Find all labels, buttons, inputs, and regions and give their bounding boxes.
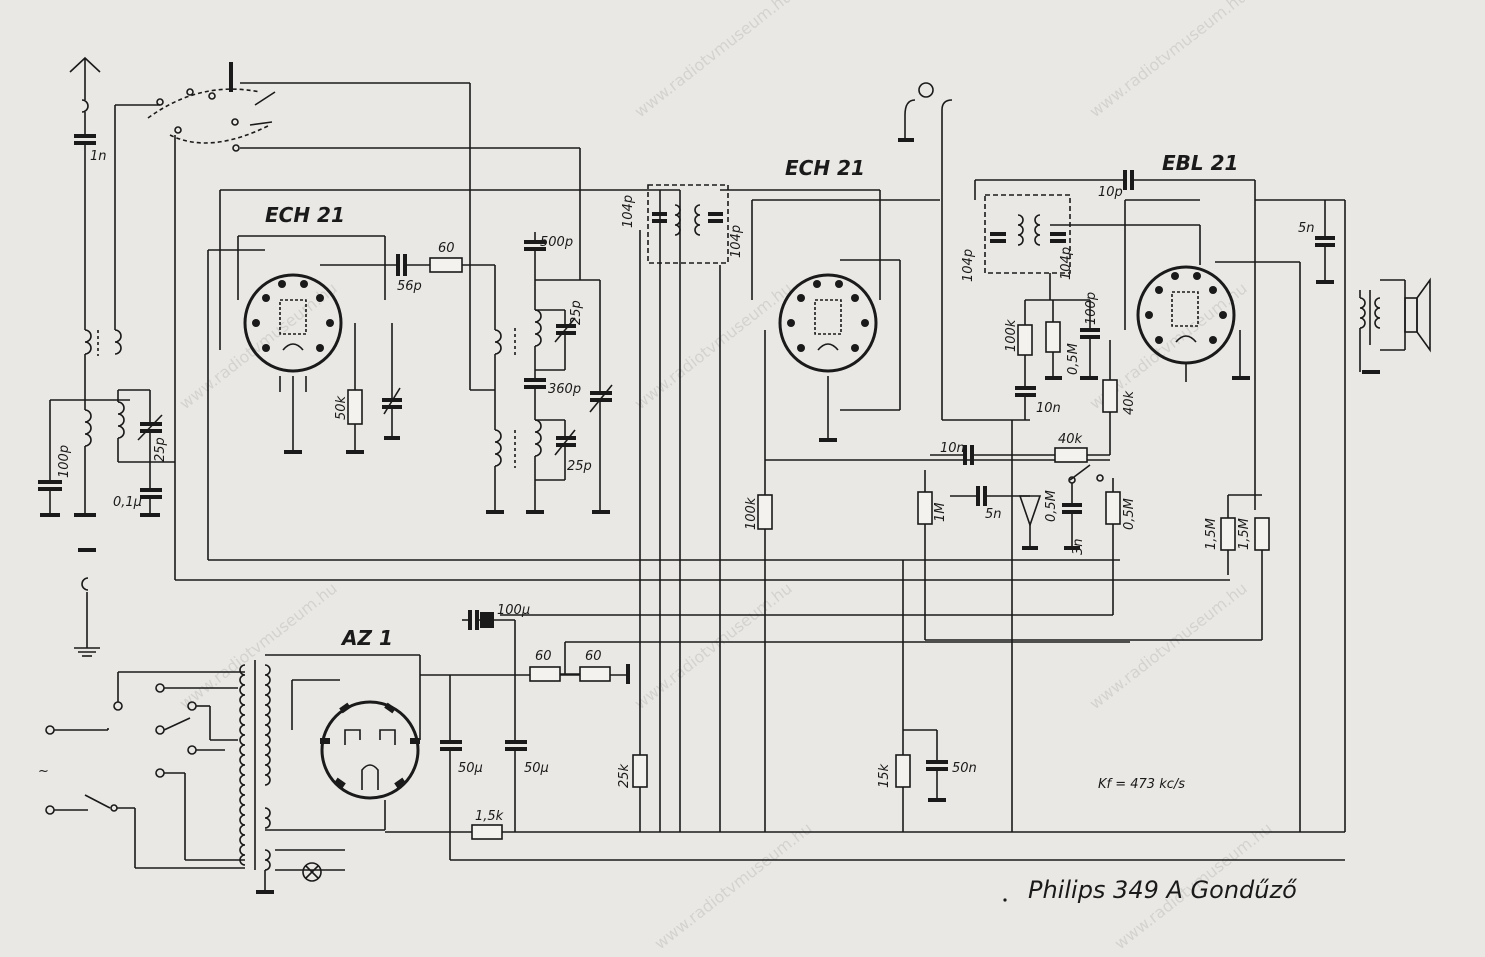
tube-ech21-mixer <box>243 273 343 373</box>
label-r-15m-b: 1,5M <box>1237 518 1252 550</box>
label-if2-c1: 104p <box>961 249 976 282</box>
label-r-100k-det: 100k <box>1004 319 1019 352</box>
tube-label-mixer: ECH 21 <box>265 203 345 227</box>
label-pot-05m: 0,5M <box>1044 490 1059 522</box>
label-c-10n-a: 10n <box>940 441 965 456</box>
label-c-01u: 0,1μ <box>113 495 142 510</box>
label-c-5n-vol: 5n <box>985 507 1002 522</box>
label-r-60-ps1: 60 <box>535 649 552 664</box>
label-c-25p-osc2: 25p <box>567 459 592 474</box>
watermark: www.radiotvmuseum.hu <box>631 279 796 414</box>
label-c-360p: 360p <box>548 382 581 397</box>
if-frequency-note: Kf = 473 kc/s <box>1098 777 1185 792</box>
label-r-15m-a: 1,5M <box>1204 518 1219 550</box>
label-c-10n-det: 10n <box>1036 401 1061 416</box>
watermark: www.radiotvmuseum.hu <box>176 579 341 714</box>
label-r-100k-if: 100k <box>744 497 759 530</box>
label-mains: ~ <box>38 764 49 779</box>
label-r-1m: 1M <box>933 503 948 523</box>
label-if2-c2: 104p <box>1059 247 1074 280</box>
label-r-40k-b: 40k <box>1058 432 1083 447</box>
label-r-15k-ps: 1,5k <box>475 809 504 824</box>
power-supply: ~ <box>38 190 1345 894</box>
watermark: www.radiotvmuseum.hu <box>1086 579 1251 714</box>
label-c-100p: 100p <box>57 445 72 478</box>
label-c-25p-osc1: 25p <box>569 300 584 325</box>
watermark: www.radiotvmuseum.hu <box>176 279 341 414</box>
label-c-ant: 1n <box>90 149 107 164</box>
label-r-05m-det: 0,5M <box>1066 343 1081 375</box>
watermark: www.radiotvmuseum.hu <box>631 579 796 714</box>
label-r-60-ps2: 60 <box>585 649 602 664</box>
label-c-50u-1: 50μ <box>458 761 483 776</box>
label-c-10p: 10p <box>1098 185 1123 200</box>
antenna-section: 1n 100p 25p 0,1μ <box>38 56 175 657</box>
oscillator-coils: 500p 25p 360p 25p <box>470 232 613 514</box>
label-if1-c2: 104p <box>729 225 744 258</box>
label-r-60-osc: 60 <box>438 241 455 256</box>
label-c-500p: 500p <box>540 235 573 250</box>
tube-label-output: EBL 21 <box>1162 151 1238 175</box>
label-c-50u-2: 50μ <box>524 761 549 776</box>
antenna-socket-2 <box>898 82 1030 421</box>
tube-label-rectifier: AZ 1 <box>340 626 393 650</box>
label-c-5n-out: 5n <box>1298 221 1315 236</box>
label-c-25p-ant: 25p <box>153 437 168 462</box>
wavechange-switch <box>114 62 581 580</box>
watermark: www.radiotvmuseum.hu <box>1086 0 1251 121</box>
volume-network: 10n 40k 40k 1M 5n 0,5M 3n 0,5M <box>917 340 1137 832</box>
label-c-100p-det: 100p <box>1084 292 1099 325</box>
label-c-50n: 50n <box>952 761 977 776</box>
if-transformer-2: 104p 104p 10p 100k 10n 0,5M 100p <box>961 170 1256 510</box>
mixer-stage: ECH 21 56p 60 50k <box>207 189 640 560</box>
speaker <box>1359 277 1431 374</box>
label-r-05m-b: 0,5M <box>1122 498 1137 530</box>
watermark: www.radiotvmuseum.hu <box>631 0 796 121</box>
output-stage: EBL 21 5n 1,5M 1,5M <box>1124 151 1346 833</box>
label-r-15k: 15k <box>877 763 892 788</box>
tube-ech21-if <box>778 273 878 373</box>
label-r-50k: 50k <box>334 395 349 420</box>
watermark: www.radiotvmuseum.hu <box>651 819 816 954</box>
tube-label-if: ECH 21 <box>785 156 865 180</box>
label-r-40k-g: 40k <box>1122 390 1137 415</box>
tube-az1 <box>320 700 420 800</box>
label-c-56p: 56p <box>397 279 422 294</box>
diagram-title: Philips 349 A Gondűző <box>1028 876 1297 904</box>
label-if1-c1: 104p <box>621 195 636 228</box>
watermarks: www.radiotvmuseum.hu www.radiotvmuseum.h… <box>176 0 1276 953</box>
label-r-25k: 25k <box>617 763 632 788</box>
